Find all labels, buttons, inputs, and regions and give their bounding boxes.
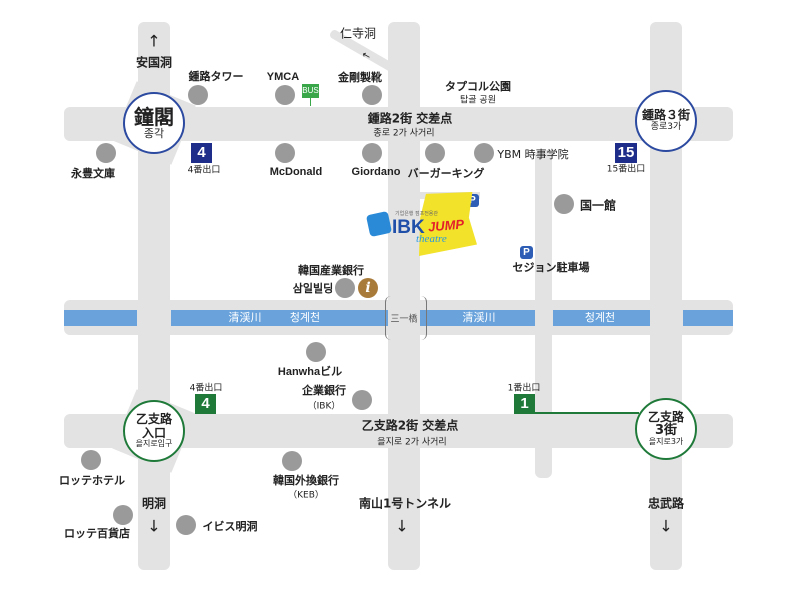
arrow-down-icon: ↓: [659, 516, 673, 536]
poi-kdb: 韓国産業銀行: [298, 264, 364, 277]
poi-marker: [362, 85, 382, 105]
poi-marker: [176, 515, 196, 535]
poi-ibis-myeongdong: イビス明洞: [202, 520, 258, 533]
station-name-hangul: 을지로3가: [648, 437, 684, 447]
exit-label: 4番出口: [189, 383, 223, 394]
theatre-brand: IBK: [392, 217, 425, 238]
exit-badge[interactable]: 1: [514, 394, 535, 414]
station-name-hangul: 을지로입구: [135, 438, 173, 448]
direction-chungmuro: 忠武路: [647, 496, 685, 511]
direction-namsan-tunnel: 南山1号トンネル: [358, 496, 452, 511]
poi-keb-en: （KEB）: [288, 490, 324, 501]
exit-badge[interactable]: 4: [195, 394, 216, 414]
poi-hanwha: Hanwhaビル: [277, 366, 343, 378]
poi-marker: [275, 85, 295, 105]
intersection-jongno2-ja: 鍾路2街 交差点: [367, 111, 453, 126]
poi-marker: [474, 143, 494, 163]
exit-badge[interactable]: 4: [191, 143, 212, 163]
bus-stop-sign: BUS: [302, 84, 319, 98]
info-icon: i: [358, 278, 378, 298]
station-name-hangul: 종로3가: [650, 121, 682, 132]
exit-label: 15番出口: [606, 164, 646, 175]
poi-marker: [81, 450, 101, 470]
bus-stop-pole: [310, 98, 311, 106]
poi-keb-ja: 韓国外換銀行: [273, 474, 339, 487]
exit1-connector: [535, 412, 639, 414]
theatre-sub: theatre: [416, 233, 447, 245]
intersection-euljiro2-ko: 을지로 2가 사거리: [377, 437, 447, 448]
station-name-kanji: 入口: [141, 425, 166, 440]
bridge-marker: [385, 296, 427, 340]
theatre-building[interactable]: [419, 192, 477, 256]
station-euljiro-entrance[interactable]: 乙支路 入口 을지로입구: [123, 400, 185, 462]
direction-anguk: 安国洞: [135, 55, 173, 70]
station-name-kanji: 鐘閣: [134, 104, 174, 129]
river-label-ko: 청계천: [584, 311, 616, 324]
poi-tapgol-park-ja: タプコル公園: [445, 80, 511, 93]
poi-sejong-parking: セジョン駐車場: [512, 261, 590, 274]
poi-geumgang: 金剛製靴: [338, 71, 382, 84]
river-segment: [420, 310, 535, 326]
river-label-ja: 清渓川: [462, 311, 496, 324]
poi-marker: [554, 194, 574, 214]
station-name-hangul: 종각: [143, 126, 165, 140]
poi-ymca: YMCA: [266, 71, 300, 83]
poi-marker: [188, 85, 208, 105]
river-label-ja: 清渓川: [228, 311, 262, 324]
parking-icon: P: [520, 246, 533, 259]
poi-marker: [282, 451, 302, 471]
poi-marker: [275, 143, 295, 163]
exit-label: 4番出口: [187, 165, 221, 176]
road-center-vertical: [388, 22, 420, 570]
poi-mcdonald: McDonald: [269, 166, 323, 178]
station-name-kanji: 乙支路: [135, 412, 172, 427]
poi-ybm: YBM 時事学院: [497, 148, 569, 161]
poi-marker: [335, 278, 355, 298]
theatre-show: JUMP: [427, 216, 465, 235]
poi-samil-building: 삼일빌딩: [292, 282, 334, 295]
arrow-down-icon: ↓: [395, 516, 409, 536]
ibk-logo-icon: [365, 210, 393, 238]
poi-marker: [425, 143, 445, 163]
poi-burger-king: バーガーキング: [407, 167, 485, 180]
poi-ibk-en: （IBK）: [307, 401, 341, 412]
intersection-euljiro2-ja: 乙支路2街 交差点: [361, 418, 459, 433]
arrow-up-icon: ↑: [147, 31, 161, 51]
poi-lotte-hotel: ロッテホテル: [59, 474, 125, 487]
station-jongno3ga[interactable]: 鍾路３街 종로3가: [635, 90, 697, 152]
intersection-jongno2-ko: 종로 2가 사거리: [373, 128, 435, 139]
poi-gukil: 国一館: [579, 198, 617, 213]
station-name-kanji: 乙支路: [647, 409, 684, 424]
river-segment: [683, 310, 733, 326]
direction-myeongdong: 明洞: [141, 496, 167, 511]
poi-giordano: Giordano: [351, 166, 401, 178]
poi-marker: [362, 143, 382, 163]
station-name-kanji: 鍾路３街: [641, 108, 690, 123]
poi-tapgol-park-ko: 탑골 공원: [460, 95, 496, 106]
river-segment: [553, 310, 650, 326]
poi-marker: [352, 390, 372, 410]
poi-ibk-ja: 企業銀行: [302, 384, 346, 397]
exit-badge[interactable]: 15: [615, 143, 637, 163]
bridge-label: 三一橋: [390, 314, 418, 325]
poi-marker: [113, 505, 133, 525]
exit-label: 1番出口: [507, 383, 541, 394]
station-name-kanji: 3街: [654, 423, 678, 439]
river-segment: [64, 310, 137, 326]
river-segment: [171, 310, 388, 326]
poi-jongno-tower: 鍾路タワー: [188, 70, 244, 83]
poi-marker: [306, 342, 326, 362]
poi-yeongpung: 永豊文庫: [71, 167, 115, 180]
poi-lotte-dept: ロッテ百貨店: [64, 527, 130, 540]
station-euljiro3ga[interactable]: 乙支路 3街 을지로3가: [635, 398, 697, 460]
direction-insadong: 仁寺洞: [339, 26, 377, 41]
poi-marker: [96, 143, 116, 163]
arrow-down-icon: ↓: [147, 516, 161, 536]
river-label-ko: 청계천: [289, 311, 321, 324]
theatre-small-text: 기업은행 점프전용관: [395, 211, 438, 217]
station-jonggak[interactable]: 鐘閣 종각: [123, 92, 185, 154]
road-side-vertical: [535, 150, 552, 478]
